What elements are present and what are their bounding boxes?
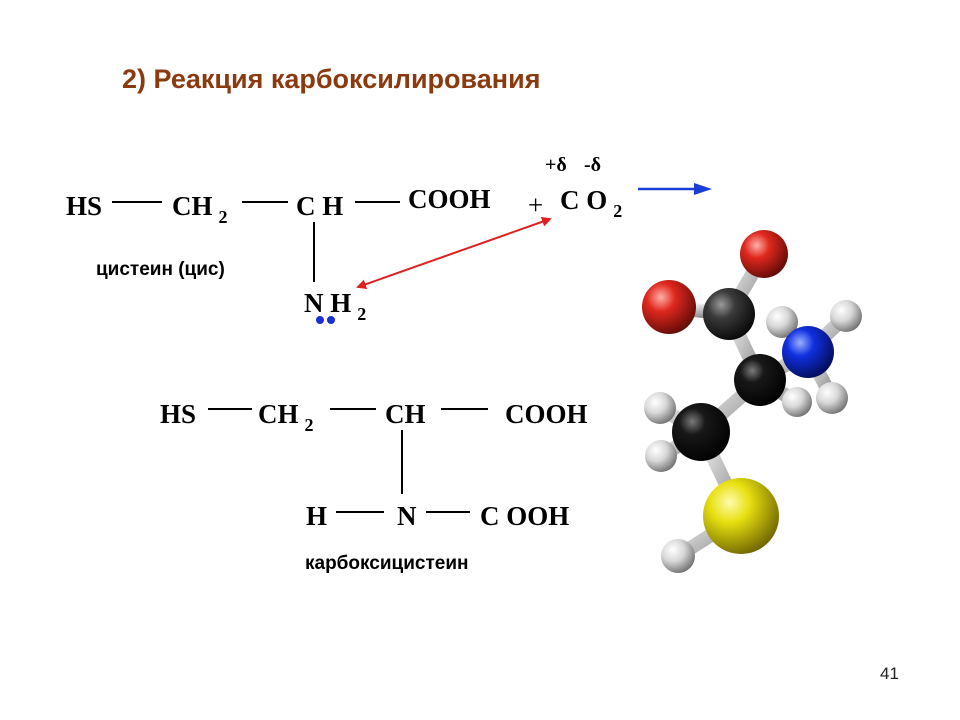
r1-ch: C H [296, 191, 344, 221]
r2-ch: CH [385, 399, 426, 429]
lone-pair-dot [327, 316, 335, 324]
r1-plus: + [528, 190, 544, 220]
r1-hs: HS [66, 191, 103, 221]
r1-cooh: COOH [408, 184, 491, 214]
r2-h: H [306, 501, 328, 531]
page-number: 41 [880, 664, 899, 683]
r1-charge-minus: -δ [584, 154, 602, 176]
r2-cooh: COOH [505, 399, 588, 429]
slide-title: 2) Реакция карбоксилирования [122, 64, 541, 94]
cysteine-label: цистеин (цис) [96, 259, 225, 280]
reaction-arrowhead [694, 183, 712, 195]
r1-charge-plus: +δ [545, 154, 567, 176]
cysteine-3d-model [642, 230, 862, 573]
r2-cooh-n: C OOH [480, 501, 570, 531]
attack-arrow [356, 216, 552, 290]
r2-hs: HS [160, 399, 197, 429]
lone-pair-dot [316, 316, 324, 324]
r2-n: N [397, 501, 417, 531]
carboxycysteine-label: карбоксицистеин [305, 553, 469, 574]
